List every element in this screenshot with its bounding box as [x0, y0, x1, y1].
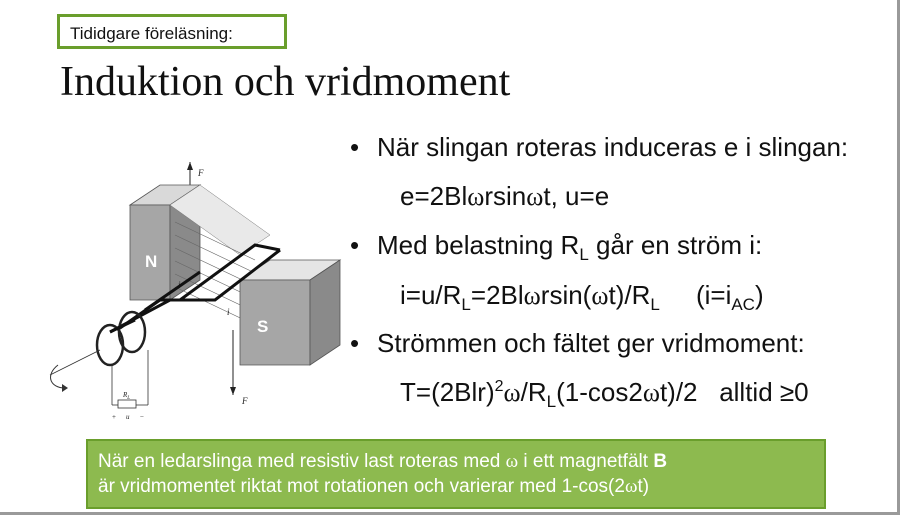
bullet-text: Med belastning RL går en ström i:	[377, 230, 763, 264]
formula-current: i=u/RL=2Blωrsin(ωt)/RL (i=iAC)	[400, 280, 764, 314]
bullet-dot: •	[350, 132, 360, 162]
induction-loop-figure: F N S i i F RL + u −	[49, 162, 342, 420]
conductor-loop	[109, 243, 281, 334]
formula-torque: T=(2Blr)2ω/RL(1-cos2ωt)/2 alltid ≥0	[400, 377, 809, 411]
summary-box: När en ledarslinga med resistiv last rot…	[86, 439, 826, 509]
summary-line-2: är vridmomentet riktat mot rotationen oc…	[98, 476, 650, 497]
previous-lecture-tag: Tididgare föreläsning:	[57, 14, 287, 49]
plus-label: +	[112, 413, 116, 420]
current-label-1: i	[178, 280, 181, 290]
bullet-text: Strömmen och fältet ger vridmoment:	[377, 328, 805, 358]
bullet-text: När slingan roteras induceras e i slinga…	[377, 132, 849, 162]
force-label-top: F	[197, 168, 204, 178]
formula-emf: e=2Blωrsinωt, u=e	[400, 181, 610, 211]
magnet-s-label: S	[257, 317, 268, 336]
load-resistor	[117, 399, 137, 409]
rotation-arrow	[50, 364, 66, 389]
slide-title: Induktion och vridmoment	[60, 59, 511, 105]
force-label-bottom: F	[241, 396, 248, 406]
slip-ring-2	[117, 310, 147, 354]
bullet-dot: •	[350, 328, 360, 358]
summary-line-1: När en ledarslinga med resistiv last rot…	[98, 451, 668, 472]
previous-lecture-label: Tididgare föreläsning:	[70, 24, 233, 43]
voltage-label: u	[126, 413, 130, 420]
resistor-label: RL	[122, 391, 130, 401]
magnet-n-label: N	[145, 252, 157, 271]
bullet-dot: •	[350, 230, 360, 260]
magnet-s-front	[239, 279, 311, 366]
current-label-2: i	[227, 307, 230, 317]
minus-label: −	[140, 413, 144, 420]
